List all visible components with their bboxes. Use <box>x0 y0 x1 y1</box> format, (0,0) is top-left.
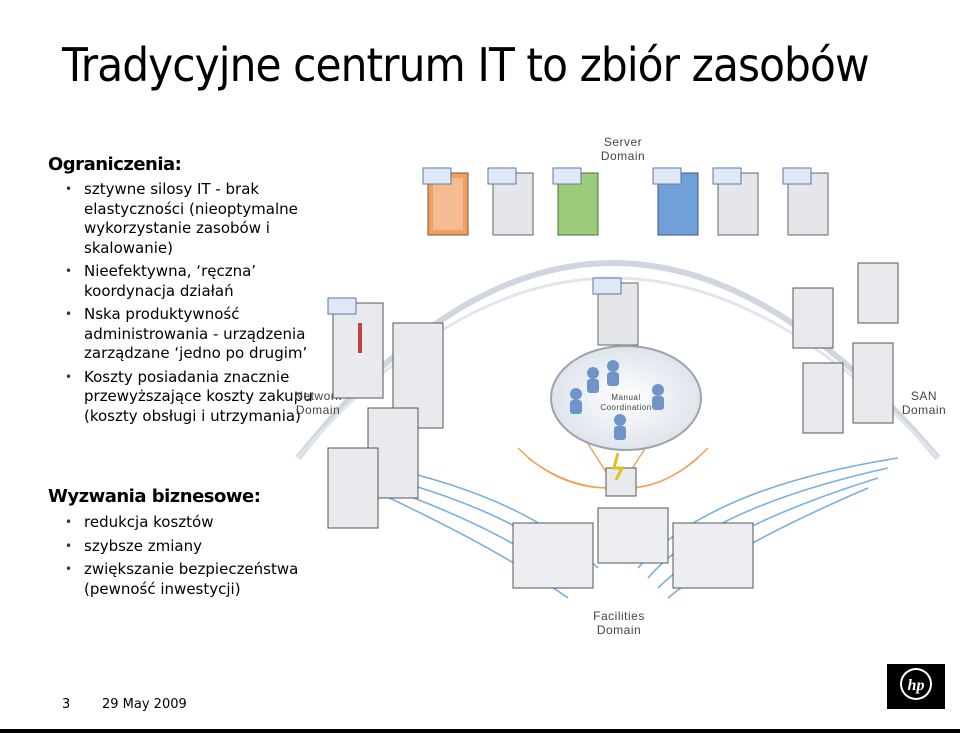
facilities-domain-label-1: Facilities <box>593 609 645 623</box>
limitations-heading: Ograniczenia: <box>48 154 182 175</box>
page-title: Tradycyjne centrum IT to zbiór zasobów <box>62 38 870 92</box>
network-domain-label-2: Domain <box>296 403 340 417</box>
it-domains-diagram: Server Domain Network Domain SAN Domain … <box>294 135 946 637</box>
server-rack-gray-4 <box>592 277 639 346</box>
list-item: Nska produktywność administrowania - urz… <box>62 305 317 364</box>
list-item: redukcja kosztów <box>62 513 317 533</box>
network-rack <box>327 322 444 529</box>
facilities-domain-label-2: Domain <box>597 623 641 637</box>
footer-divider <box>0 729 960 733</box>
center-label-1: Manual <box>611 393 640 402</box>
server-rack-blue <box>652 167 699 236</box>
list-item: Nieefektywna, ‘ręczna’ koordynacja dział… <box>62 262 317 301</box>
center-label-2: Coordination <box>600 403 651 412</box>
server-domain-label-2: Domain <box>601 149 645 163</box>
list-item: sztywne silosy IT - brak elastyczności (… <box>62 180 317 258</box>
footer-date: 29 May 2009 <box>102 697 187 712</box>
server-rack-orange <box>422 167 469 236</box>
hp-logo: hp <box>887 664 945 716</box>
svg-text:hp: hp <box>908 677 925 694</box>
list-item: szybsze zmiany <box>62 537 317 557</box>
hp-logo-footer <box>887 703 945 709</box>
san-domain-label-2: Domain <box>902 403 946 417</box>
page-number: 3 <box>62 697 71 712</box>
power-switch-box <box>605 452 637 497</box>
server-rack-gray <box>712 167 759 236</box>
list-item: zwiększanie bezpieczeństwa (pewność inwe… <box>62 560 317 599</box>
server-rack-green <box>552 167 599 236</box>
challenges-list: redukcja kosztów szybsze zmiany zwiększa… <box>62 513 317 603</box>
challenges-heading: Wyzwania biznesowe: <box>48 486 261 507</box>
list-item: Koszty posiadania znacznie przewyższając… <box>62 368 317 427</box>
people-icons <box>570 360 664 440</box>
server-rack-gray-2 <box>782 167 829 236</box>
san-domain-label-1: SAN <box>911 389 937 403</box>
server-rack-gray-3 <box>487 167 534 236</box>
cooling-units <box>512 507 754 589</box>
limitations-list: sztywne silosy IT - brak elastyczności (… <box>62 180 317 430</box>
san-racks <box>792 262 899 434</box>
network-rack-red <box>327 297 384 399</box>
network-domain-label-1: Network <box>294 389 342 403</box>
server-domain-label-1: Server <box>604 135 642 149</box>
